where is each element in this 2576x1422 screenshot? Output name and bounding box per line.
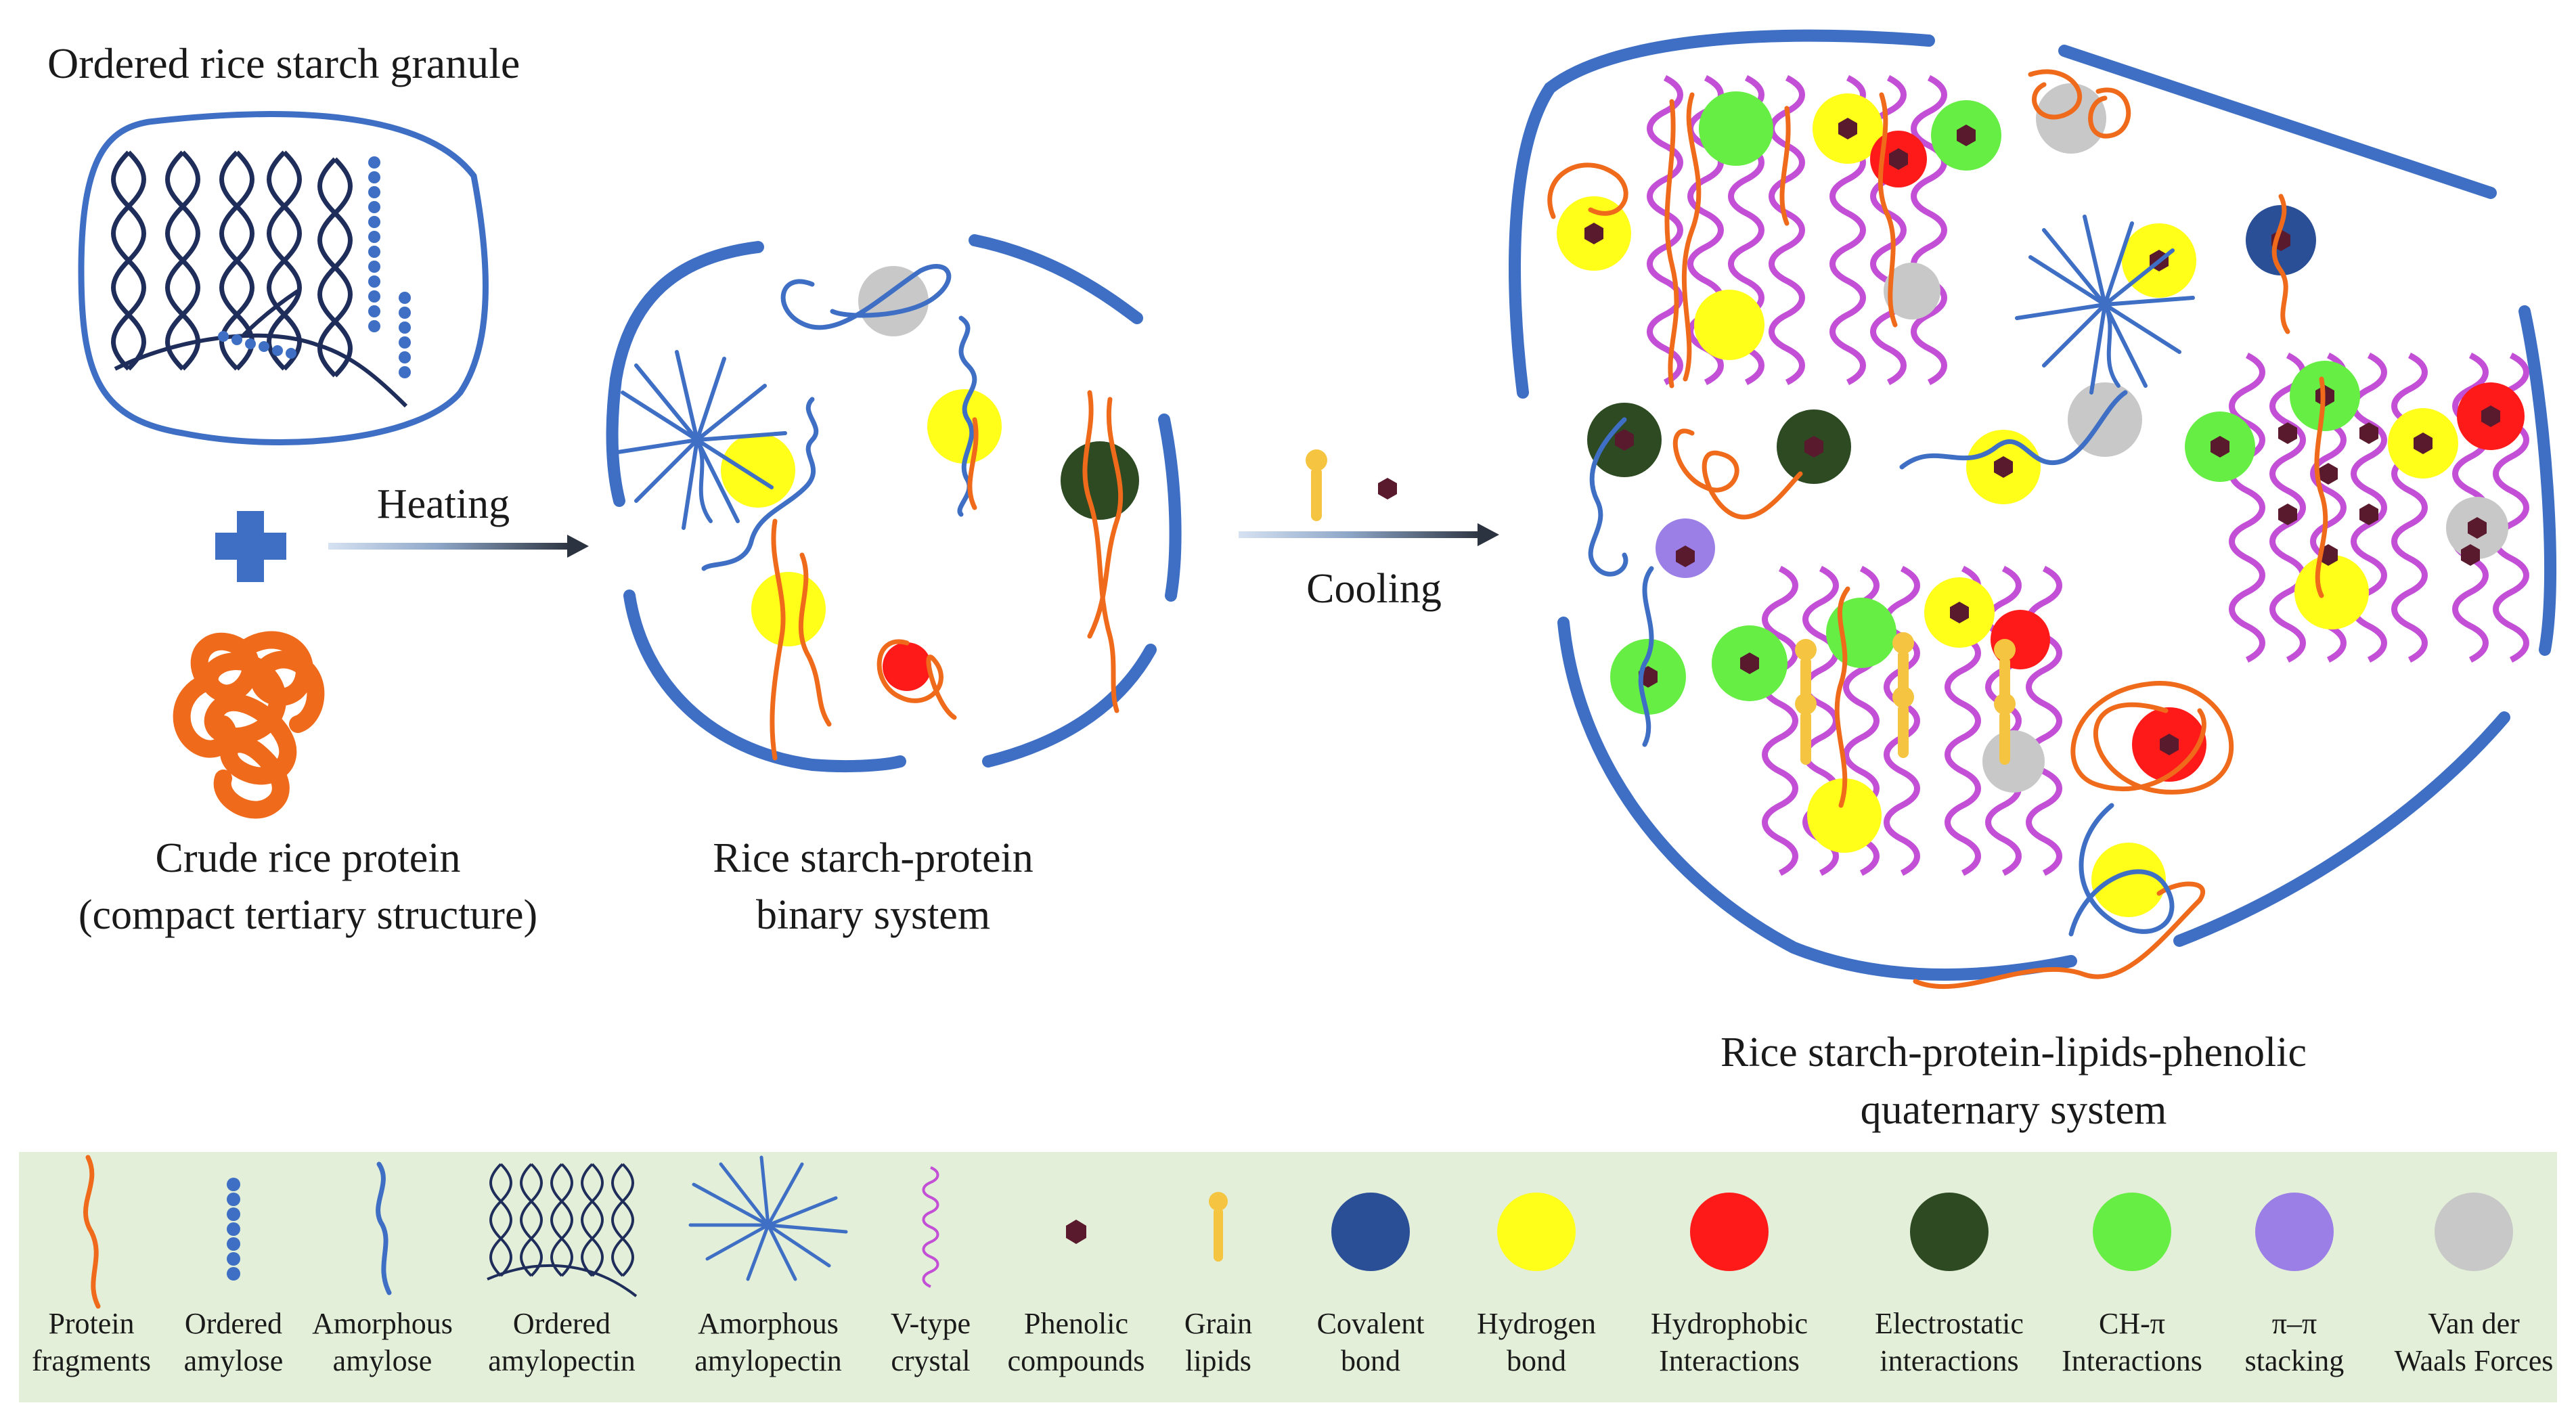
grain-lipid-icon (1306, 449, 1327, 521)
legend-label-line2: crystal (891, 1344, 970, 1377)
legend-label-line1: Amorphous (312, 1307, 453, 1340)
granule-amylopectin (114, 152, 408, 408)
legend-label-line1: Ordered (185, 1307, 282, 1340)
legend-label-line2: amylose (333, 1344, 432, 1377)
hydrogen-bond-dot (751, 572, 826, 646)
legend-item: π–π stacking (2245, 1193, 2345, 1377)
legend-item: Protein fragments (32, 1155, 151, 1377)
hydrophobic-dot (883, 642, 931, 691)
grain-lipid-icon (1209, 1192, 1228, 1262)
heating-label: Heating (377, 481, 510, 527)
legend-label-line2: amylopectin (488, 1344, 636, 1377)
quaternary-protein-fragments (1547, 69, 2328, 990)
v-type-crystal-icon (922, 1166, 939, 1288)
plus-icon (215, 511, 286, 582)
legend-label-line2: bond (1341, 1344, 1400, 1377)
legend-label-line1: Protein (48, 1307, 134, 1340)
quaternary-amorphous-amylose (1588, 390, 2175, 937)
legend-label-line2: bond (1507, 1344, 1566, 1377)
granule-outline (78, 111, 489, 445)
electrostatic-icon (1910, 1193, 1989, 1271)
legend-label-line1: Electrostatic (1875, 1307, 2024, 1340)
phenolic-icon (1378, 478, 1397, 499)
legend-label-line1: Van der (2428, 1307, 2520, 1340)
legend-label-line2: Interactions (1659, 1344, 1800, 1377)
cooling-label: Cooling (1306, 566, 1442, 612)
heating-arrow: Heating (328, 481, 589, 558)
legend-label-line2: compounds (1008, 1344, 1145, 1377)
binary-label-line2: binary system (756, 892, 990, 938)
pi-pi-icon (2255, 1193, 2334, 1271)
binary-label-line1: Rice starch-protein (713, 835, 1033, 881)
legend-item: Ordered amylopectin (487, 1163, 638, 1377)
legend-item: Amorphous amylopectin (688, 1155, 848, 1377)
legend-label-line2: stacking (2245, 1344, 2345, 1377)
hydrogen-bond-dot (927, 389, 1002, 464)
legend-label-line2: lipids (1185, 1344, 1251, 1377)
granule-title: Ordered rice starch granule (47, 39, 520, 87)
protein-fragment-icon (83, 1155, 101, 1309)
legend-item: Hydrogen bond (1477, 1193, 1596, 1377)
legend-label-line1: Grain (1184, 1307, 1252, 1340)
legend-label-line2: Interactions (2062, 1344, 2202, 1377)
legend-label-line1: Covalent (1317, 1307, 1425, 1340)
legend-label-line1: Hydrogen (1477, 1307, 1596, 1340)
legend-label-line1: CH-π (2099, 1307, 2165, 1340)
ch-pi-icon (2093, 1193, 2171, 1271)
protein-label-line1: Crude rice protein (155, 835, 460, 881)
legend-label-line1: Ordered (513, 1307, 610, 1340)
hydrogen-bond-dot (721, 433, 795, 508)
legend-label-line2: amylopectin (694, 1344, 842, 1377)
phenolic-icon (1066, 1220, 1086, 1244)
legend-item: Electrostatic interactions (1875, 1193, 2024, 1377)
granule-amylose (218, 156, 411, 378)
quaternary-system: Rice starch-protein-lipids-phenolic quat… (1509, 29, 2557, 1133)
legend-label-line1: π–π (2272, 1307, 2317, 1340)
starch-granule: Ordered rice starch granule (47, 39, 520, 445)
electrostatic-dot (1061, 441, 1139, 520)
legend: Protein fragments Ordered amylose Amorphous a… (19, 1152, 2557, 1402)
hydrogen-bond-icon (1497, 1193, 1576, 1271)
legend-label-line2: interactions (1880, 1344, 2018, 1377)
cooling-arrow: Cooling (1239, 449, 1499, 612)
ordered-amylose-icon (227, 1178, 240, 1281)
crude-protein-blob (173, 631, 325, 819)
amorphous-amylose-icon (376, 1161, 392, 1295)
legend-item: Grain lipids (1184, 1192, 1252, 1377)
protein-label-line2: (compact tertiary structure) (79, 892, 537, 938)
legend-label-line1: Hydrophobic (1651, 1307, 1808, 1340)
legend-label-line1: Amorphous (698, 1307, 839, 1340)
legend-label-line2: Waals Forces (2395, 1344, 2554, 1377)
legend-item: Phenolic compounds (1008, 1220, 1145, 1377)
quaternary-label-line2: quaternary system (1861, 1087, 2167, 1133)
legend-items: Protein fragments Ordered amylose Amorphous a… (32, 1155, 2554, 1377)
van-der-waals-dot (858, 266, 929, 336)
binary-system: Rice starch-protein binary system (606, 234, 1182, 938)
legend-label-line2: fragments (32, 1344, 151, 1377)
legend-item: Covalent bond (1317, 1193, 1425, 1377)
ordered-amylopectin-icon (487, 1163, 638, 1297)
van-der-waals-icon (2435, 1193, 2513, 1271)
legend-item: Ordered amylose (184, 1178, 284, 1377)
legend-item: V-type crystal (891, 1166, 971, 1377)
covalent-bond-icon (1331, 1193, 1410, 1271)
quaternary-membrane (1509, 29, 2557, 981)
hydrophobic-icon (1690, 1193, 1769, 1271)
legend-label-line1: Phenolic (1024, 1307, 1128, 1340)
legend-label-line1: V-type (891, 1307, 971, 1340)
legend-label-line2: amylose (184, 1344, 284, 1377)
protein-fragment-strands (770, 390, 1124, 761)
quaternary-lipids (1795, 632, 2016, 765)
quaternary-label-line1: Rice starch-protein-lipids-phenolic (1720, 1029, 2307, 1075)
binary-membrane (606, 234, 1182, 773)
amorphous-amylopectin-icon (688, 1155, 848, 1281)
legend-item: Amorphous amylose (312, 1161, 453, 1377)
